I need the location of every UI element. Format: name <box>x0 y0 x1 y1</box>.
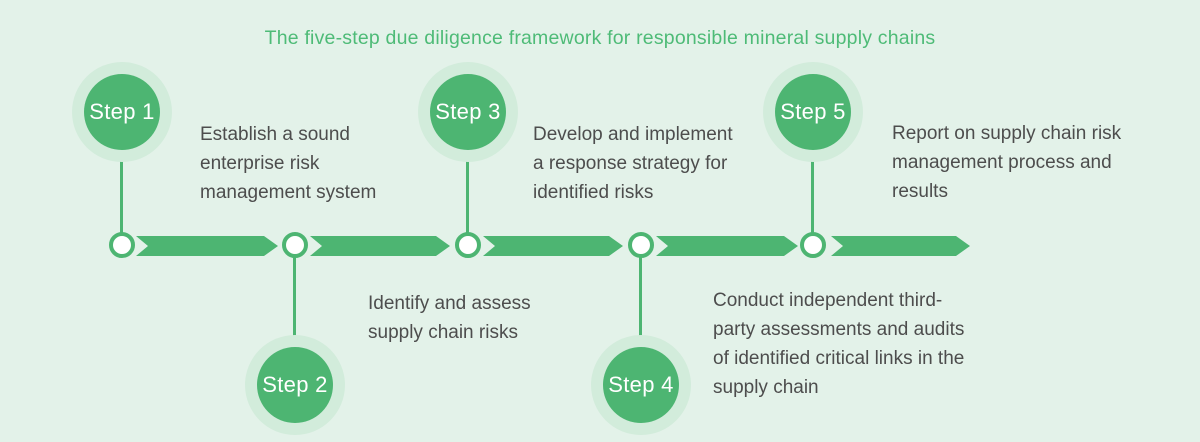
step-2-description: Identify and assess supply chain risks <box>368 293 531 343</box>
step-5-description: Report on supply chain risk management p… <box>892 123 1122 202</box>
step-3-label: Step 3 <box>435 99 501 124</box>
timeline-arrow-3 <box>483 236 623 256</box>
timeline-arrow-2 <box>310 236 450 256</box>
timeline-node-1 <box>109 232 135 258</box>
timeline-arrow-4 <box>656 236 798 256</box>
timeline-arrow-1 <box>136 236 278 256</box>
step-1-connector-line <box>120 150 123 234</box>
step-5-circle: Step 5 <box>775 74 851 150</box>
step-5-label: Step 5 <box>780 99 846 124</box>
step-3-description: Develop and implement a response strateg… <box>533 124 733 203</box>
timeline-arrow-5 <box>831 236 970 256</box>
step-4-connector-line <box>639 256 642 349</box>
timeline-node-5 <box>800 232 826 258</box>
step-2-label: Step 2 <box>262 372 328 397</box>
step-3-circle: Step 3 <box>430 74 506 150</box>
step-1-description: Establish a sound enterprise risk manage… <box>200 124 377 203</box>
step-2-circle: Step 2 <box>257 347 333 423</box>
step-2-connector-line <box>293 256 296 349</box>
timeline-node-2 <box>282 232 308 258</box>
step-4-label: Step 4 <box>608 372 674 397</box>
step-1-label: Step 1 <box>89 99 155 124</box>
step-3-connector-line <box>466 150 469 234</box>
timeline-node-4 <box>628 232 654 258</box>
step-5-connector-line <box>811 150 814 234</box>
timeline-node-3 <box>455 232 481 258</box>
step-1-circle: Step 1 <box>84 74 160 150</box>
step-4-circle: Step 4 <box>603 347 679 423</box>
step-4-description: Conduct independent third- party assessm… <box>713 290 965 398</box>
diagram-title: The five-step due diligence framework fo… <box>264 27 936 49</box>
